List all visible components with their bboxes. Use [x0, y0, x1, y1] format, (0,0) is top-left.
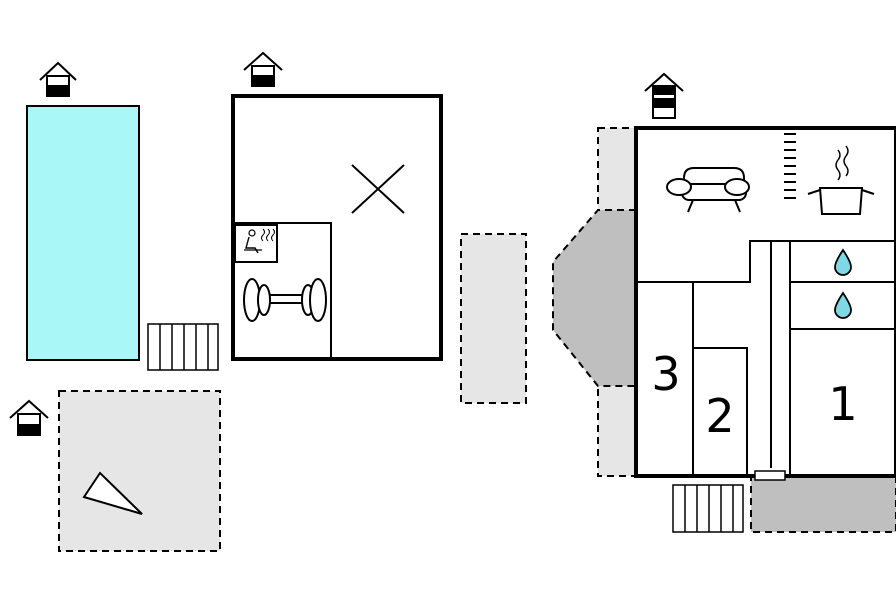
stairs-icon-pool: [147, 323, 219, 371]
dumbbell-icon: [243, 278, 327, 322]
water-drop-icon-2: [834, 291, 852, 319]
house-marker-icon-pool: [39, 61, 77, 97]
gym-room-wall: [233, 222, 332, 359]
main-house-walls: [636, 240, 896, 476]
sauna-icon: [234, 224, 278, 263]
stairs-icon-main: [672, 484, 744, 533]
house-marker-icon-main: [644, 72, 684, 119]
triangle-flag-icon: [82, 471, 143, 515]
bedroom-1-label: 1: [828, 377, 857, 431]
cross-icon-b: [351, 164, 405, 214]
parking-area: [58, 390, 221, 552]
terrace-middle: [460, 233, 527, 404]
water-drop-icon-1: [834, 248, 852, 276]
house-marker-icon-gym: [243, 51, 283, 87]
bedroom-3-label: 3: [651, 347, 680, 401]
bedroom-2-label: 2: [705, 389, 734, 443]
front-door: [754, 470, 786, 481]
cooking-pot-icon: [807, 145, 875, 215]
house-marker-icon-parking: [9, 399, 49, 436]
terrace-left-bay: [552, 209, 637, 387]
internal-stairs-icon: [784, 133, 796, 199]
pool: [26, 105, 140, 361]
terrace-bottom: [750, 476, 896, 533]
sofa-icon: [666, 167, 750, 213]
